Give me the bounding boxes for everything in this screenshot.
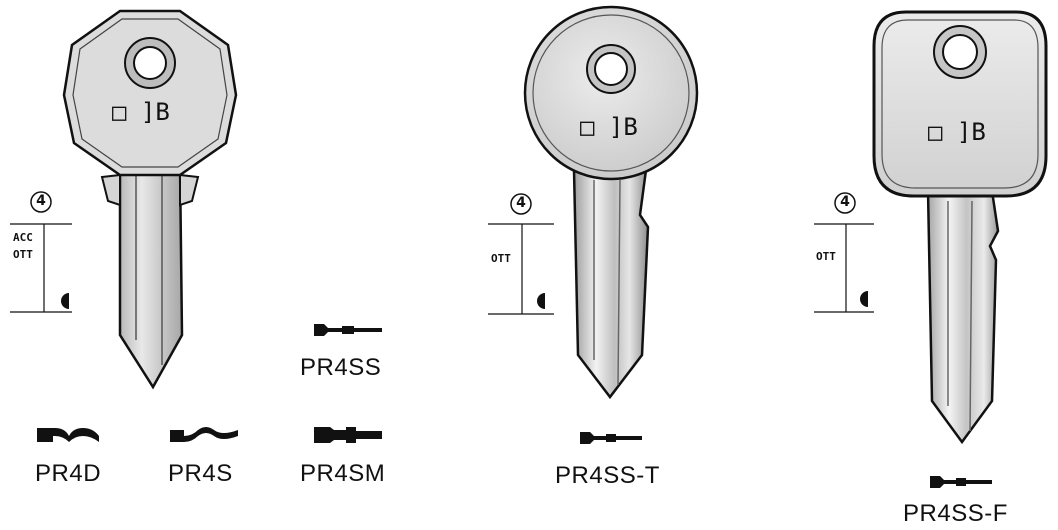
gauge-1-number: 4 xyxy=(36,193,46,209)
pr4s-profile-icon xyxy=(170,427,238,442)
gauge-2 xyxy=(488,193,554,315)
pr4ss-f-label: PR4SS-F xyxy=(903,500,1008,527)
gauge-2-line-1: OTT xyxy=(491,252,511,265)
pr4ss-t-profile-icon xyxy=(580,432,642,444)
gauge-3-line-1: OTT xyxy=(816,250,836,263)
pr4d-label: PR4D xyxy=(35,460,102,487)
gauge-1-line-2: OTT xyxy=(13,248,33,261)
pr4ss-label: PR4SS xyxy=(300,354,382,381)
key-3-image xyxy=(872,10,1048,445)
pr4s-label: PR4S xyxy=(168,460,233,487)
gauge-3 xyxy=(814,192,874,313)
gauge-1 xyxy=(10,191,72,313)
pr4sm-label: PR4SM xyxy=(300,460,386,487)
key-1-image xyxy=(62,9,238,390)
pr4d-profile-icon xyxy=(37,428,99,442)
pr4ss-profile-icon xyxy=(314,324,382,336)
key-1-logo: □ ]B xyxy=(112,98,170,126)
gauge-1-line-1: ACC xyxy=(13,231,33,244)
key-2-logo: □ ]B xyxy=(580,113,638,141)
gauge-3-number: 4 xyxy=(840,194,850,210)
key-3-logo: □ ]B xyxy=(928,118,986,146)
gauge-2-number: 4 xyxy=(516,195,526,211)
pr4ss-f-profile-icon xyxy=(930,476,992,488)
pr4ss-t-label: PR4SS-T xyxy=(555,462,660,489)
key-2-image xyxy=(523,5,699,400)
pr4sm-profile-icon xyxy=(314,427,382,443)
